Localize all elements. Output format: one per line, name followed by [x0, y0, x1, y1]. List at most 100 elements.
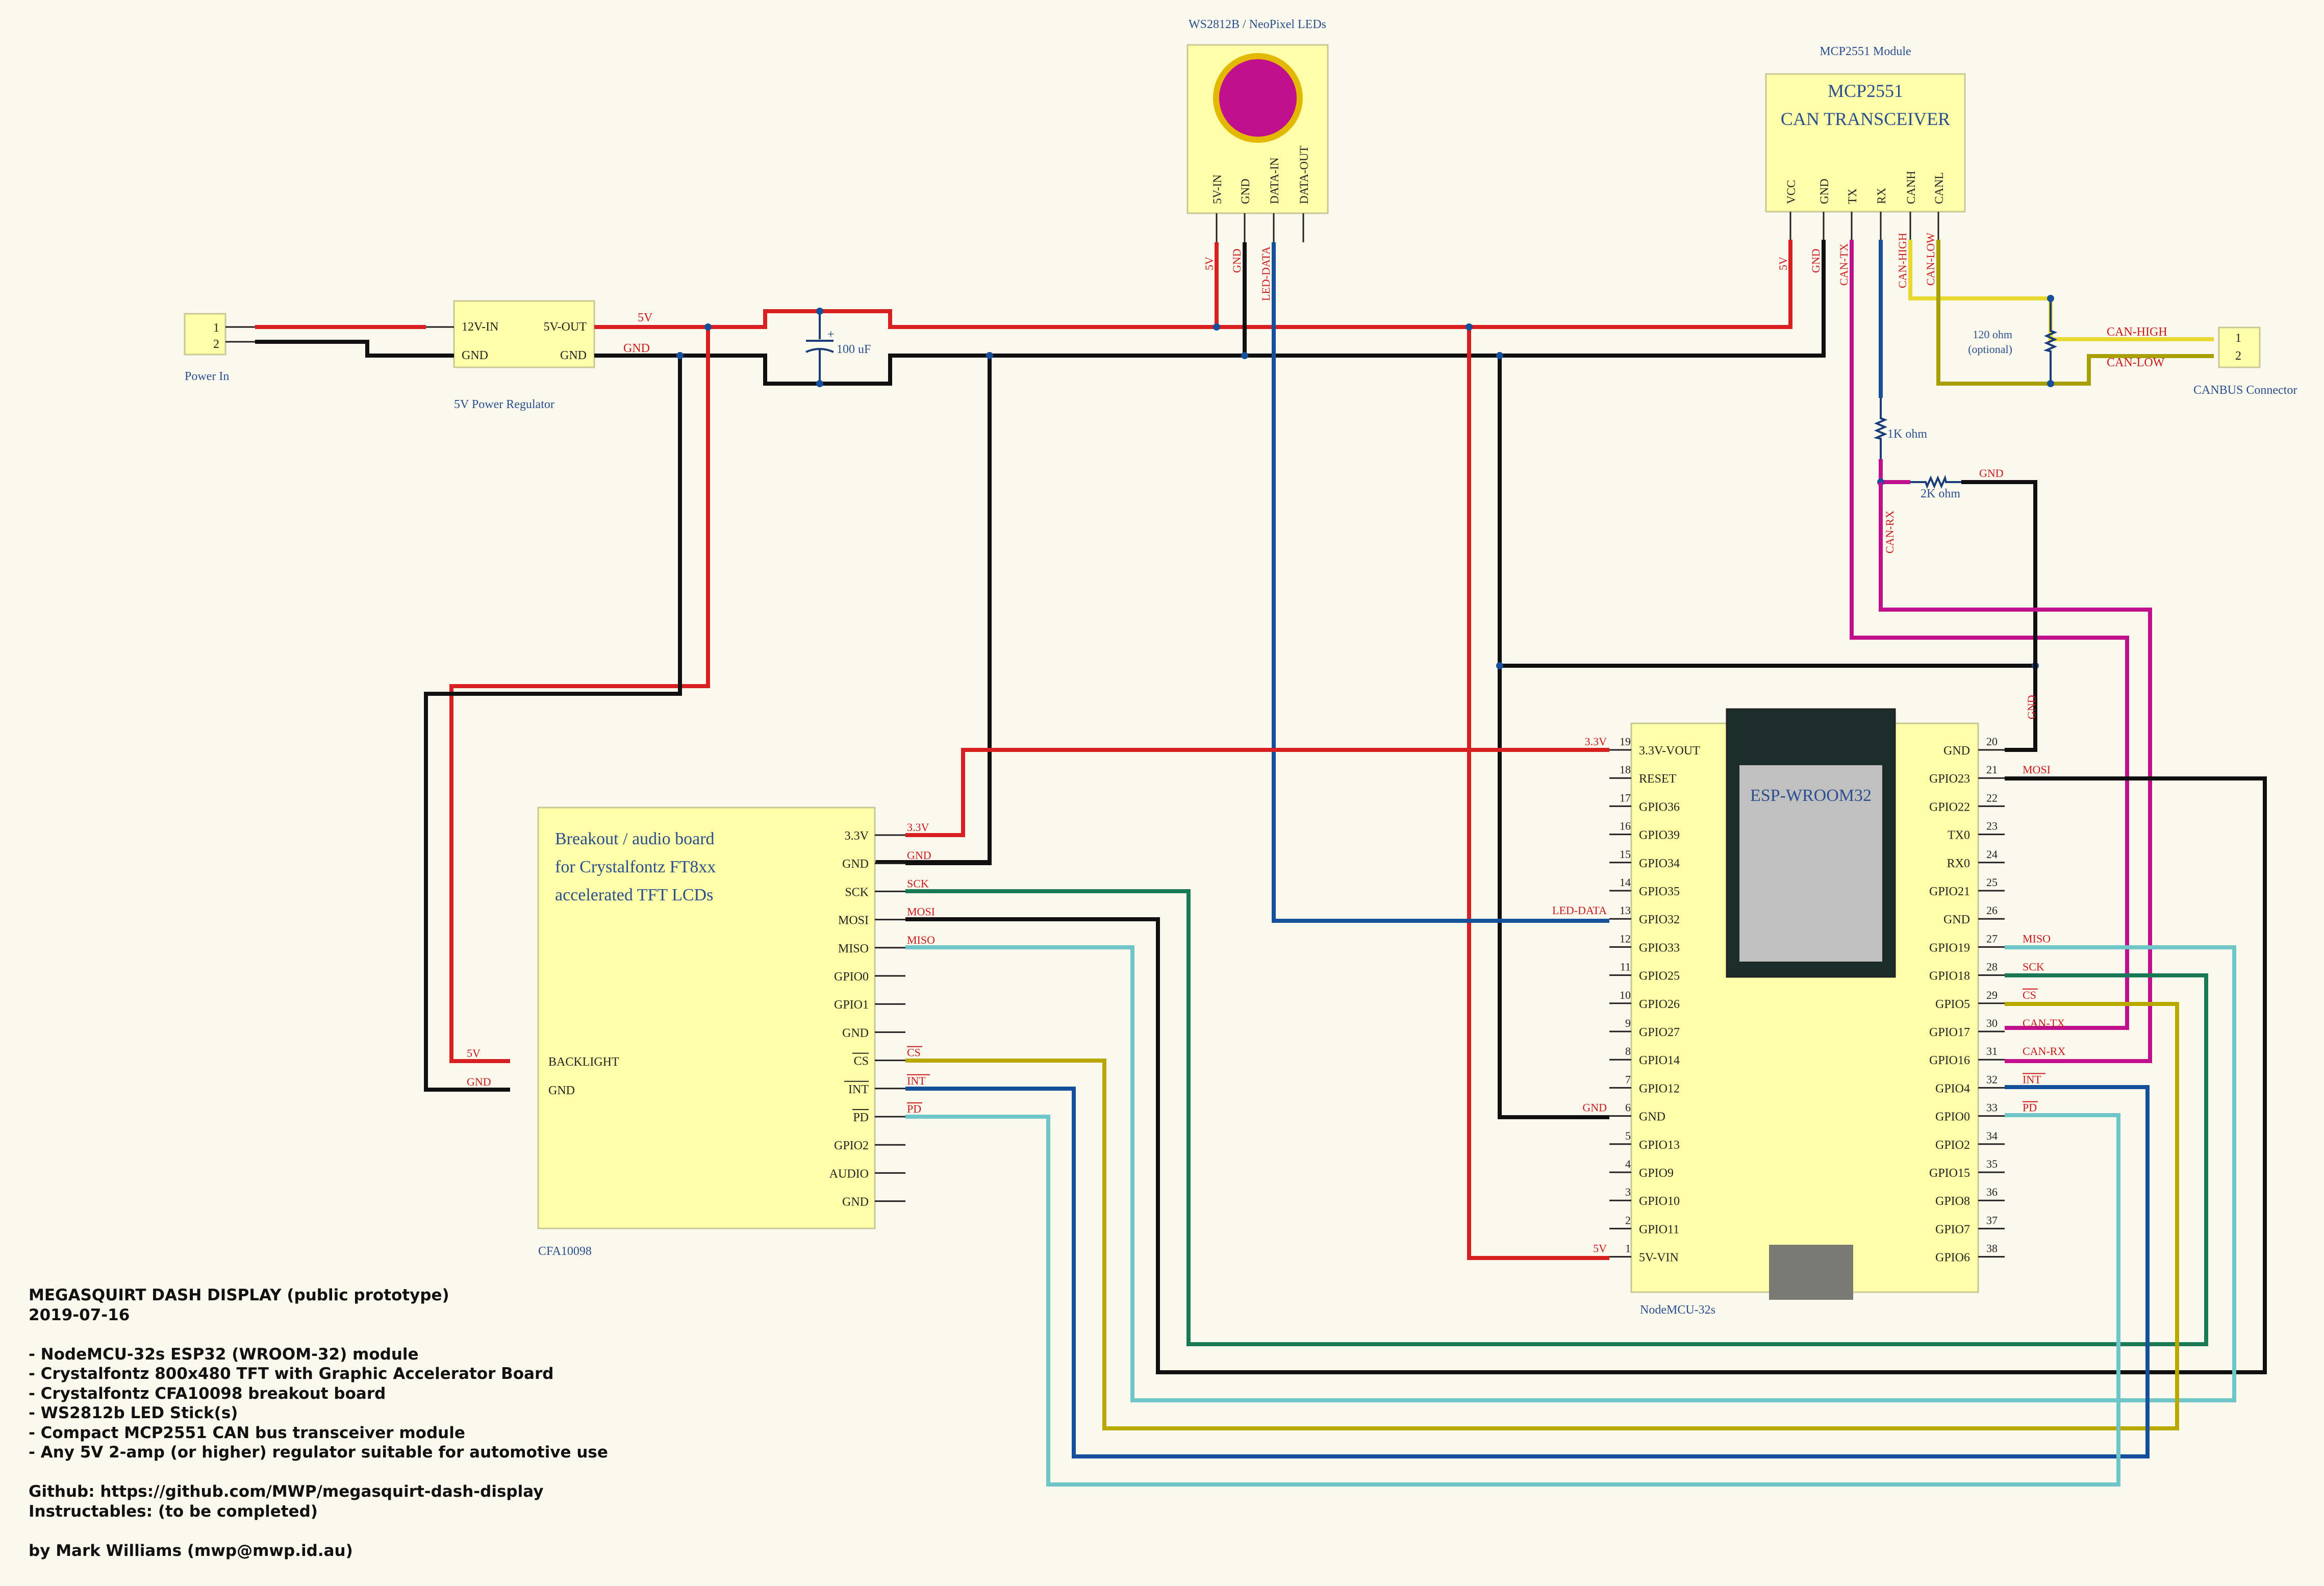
capacitor-label: 100 uF: [837, 343, 871, 356]
esp-pin-num-13: 13: [1620, 904, 1631, 917]
wire-gnd-esp: [1498, 356, 1609, 1119]
breakout-pin-gnd: GND: [842, 1026, 869, 1040]
esp-pin-gpio14: GPIO14: [1639, 1054, 1680, 1067]
breakout-pin-3.3v: 3.3V: [845, 829, 869, 843]
esp-pin-num-27: 27: [1986, 932, 1998, 945]
led-pin-gnd: GND: [1239, 179, 1252, 204]
breakout-net-int: INT: [907, 1074, 926, 1087]
esp-pin-right-rx0: RX0: [1947, 857, 1970, 870]
esp-pin-reset: RESET: [1639, 772, 1677, 786]
esp-net-left-gnd: GND: [1582, 1101, 1607, 1114]
junction-dot: [2047, 295, 2054, 302]
esp-pin-num-33: 33: [1986, 1101, 1998, 1114]
esp-net-right-cs: CS: [2023, 989, 2036, 1001]
esp-pin-num-3: 3: [1625, 1186, 1631, 1198]
esp-pin-right-gnd: GND: [1943, 744, 1970, 758]
esp-pin-right-gpio17: GPIO17: [1929, 1026, 1970, 1039]
breakout-net-left-0: 5V: [467, 1047, 481, 1060]
esp-pin-right-gpio5: GPIO5: [1935, 998, 1970, 1011]
notes-line: 2019-07-16: [29, 1305, 130, 1324]
mcp-title: MCP2551 Module: [1820, 45, 1911, 58]
esp-net-right-pd: PD: [2023, 1101, 2037, 1114]
esp-pin-num-11: 11: [1620, 961, 1631, 973]
esp-pin-num-32: 32: [1986, 1073, 1998, 1086]
terminator-label2: (optional): [1968, 343, 2012, 356]
canbus-caption: CANBUS Connector: [2193, 384, 2297, 397]
net-mcp-5v: 5V: [1777, 257, 1789, 270]
breakout-title1: Breakout / audio board: [555, 829, 715, 848]
power-in-pin-2: 2: [213, 338, 219, 351]
esp-pin-right-gpio23: GPIO23: [1929, 772, 1970, 786]
breakout-pin-left-backlight: BACKLIGHT: [548, 1055, 619, 1069]
mcp-pin-gnd: GND: [1818, 179, 1831, 204]
esp-pin-gpio27: GPIO27: [1639, 1026, 1680, 1039]
net-5v-regulator: 5V: [638, 311, 653, 324]
net-mcp-cantx: CAN-TX: [1837, 243, 1850, 286]
net-esp-gnd-vertical: GND: [2025, 695, 2038, 719]
esp-pin-gpio13: GPIO13: [1639, 1139, 1680, 1152]
esp-pin-gpio25: GPIO25: [1639, 970, 1680, 983]
esp-pin-right-gpio6: GPIO6: [1935, 1251, 1970, 1265]
junction-dot: [1213, 323, 1220, 331]
esp-pin-num-34: 34: [1986, 1129, 1998, 1142]
junction-dot: [2047, 380, 2054, 387]
esp-pin-num-16: 16: [1620, 820, 1631, 833]
esp-pin-num-14: 14: [1620, 876, 1631, 889]
esp-net-right-sck: SCK: [2023, 961, 2044, 973]
wire-3v3: [905, 748, 1566, 837]
junction-dot: [816, 380, 823, 387]
mcp-pin-vcc: VCC: [1785, 180, 1798, 204]
esp-net-right-int: INT: [2023, 1073, 2041, 1086]
esp-pin-num-7: 7: [1625, 1073, 1631, 1086]
breakout-pin-miso: MISO: [838, 942, 869, 955]
esp-pin-num-19: 19: [1620, 735, 1631, 748]
esp-pin-right-gpio4: GPIO4: [1935, 1082, 1970, 1095]
breakout-pin-gnd: GND: [842, 858, 869, 871]
breakout-net-miso: MISO: [907, 934, 935, 946]
esp-net-right-can-rx: CAN-RX: [2023, 1045, 2065, 1058]
esp-pin-num-31: 31: [1986, 1045, 1998, 1058]
notes-line: MEGASQUIRT DASH DISPLAY (public prototyp…: [29, 1286, 449, 1304]
esp-pin-num-21: 21: [1986, 763, 1998, 776]
esp-pin-num-18: 18: [1620, 763, 1631, 776]
junction-dot: [1241, 352, 1248, 359]
breakout-net-pd: PD: [907, 1102, 921, 1115]
wire-can-tx: [1850, 240, 2129, 1030]
net-mcp-canl: CAN-LOW: [1924, 233, 1937, 286]
esp-pin-num-25: 25: [1986, 876, 1998, 889]
esp-pin-num-5: 5: [1625, 1129, 1631, 1142]
notes-line: by Mark Williams (mwp@mwp.id.au): [29, 1541, 353, 1560]
esp-pin-right-gnd: GND: [1943, 913, 1970, 926]
usb-port: [1769, 1245, 1853, 1300]
junction-dot: [1466, 323, 1473, 331]
esp-pin-num-4: 4: [1625, 1157, 1631, 1170]
esp-pin-num-29: 29: [1986, 989, 1998, 1001]
breakout-pin-left-gnd: GND: [548, 1084, 575, 1097]
notes-line: [29, 1325, 666, 1345]
wire-can-low: [1936, 240, 2214, 386]
junction-dot: [1496, 352, 1503, 359]
canbus-pin-2: 2: [2235, 349, 2241, 363]
regulator-pin-5v-out: 5V-OUT: [544, 320, 587, 334]
esp-pin-gpio9: GPIO9: [1639, 1167, 1674, 1180]
notes-line: [29, 1521, 666, 1541]
breakout-pin-int: INT: [848, 1083, 869, 1096]
regulator-box: [453, 300, 595, 368]
terminator-label1: 120 ohm: [1973, 328, 2012, 341]
esp-pin-gpio33: GPIO33: [1639, 941, 1680, 954]
net-can-low: CAN-LOW: [2107, 356, 2165, 369]
net-mcp-canh: CAN-HIGH: [1896, 233, 1909, 288]
esp-pin-gpio12: GPIO12: [1639, 1082, 1680, 1095]
esp-pin-num-20: 20: [1986, 735, 1998, 748]
led-pin-5v-in: 5V-IN: [1211, 174, 1224, 204]
esp-pin-gpio39: GPIO39: [1639, 829, 1680, 842]
net-led-data: LED-DATA: [1259, 246, 1272, 301]
esp-pin-num-12: 12: [1620, 932, 1631, 945]
mcp-pin-canh: CANH: [1905, 171, 1917, 204]
esp-pin-num-10: 10: [1620, 989, 1631, 1001]
mcp-pin-tx: TX: [1846, 188, 1859, 204]
esp-pin-right-gpio22: GPIO22: [1929, 800, 1970, 814]
wire-can-high: [1908, 240, 2214, 341]
led-pin-data-in: DATA-IN: [1268, 157, 1281, 204]
